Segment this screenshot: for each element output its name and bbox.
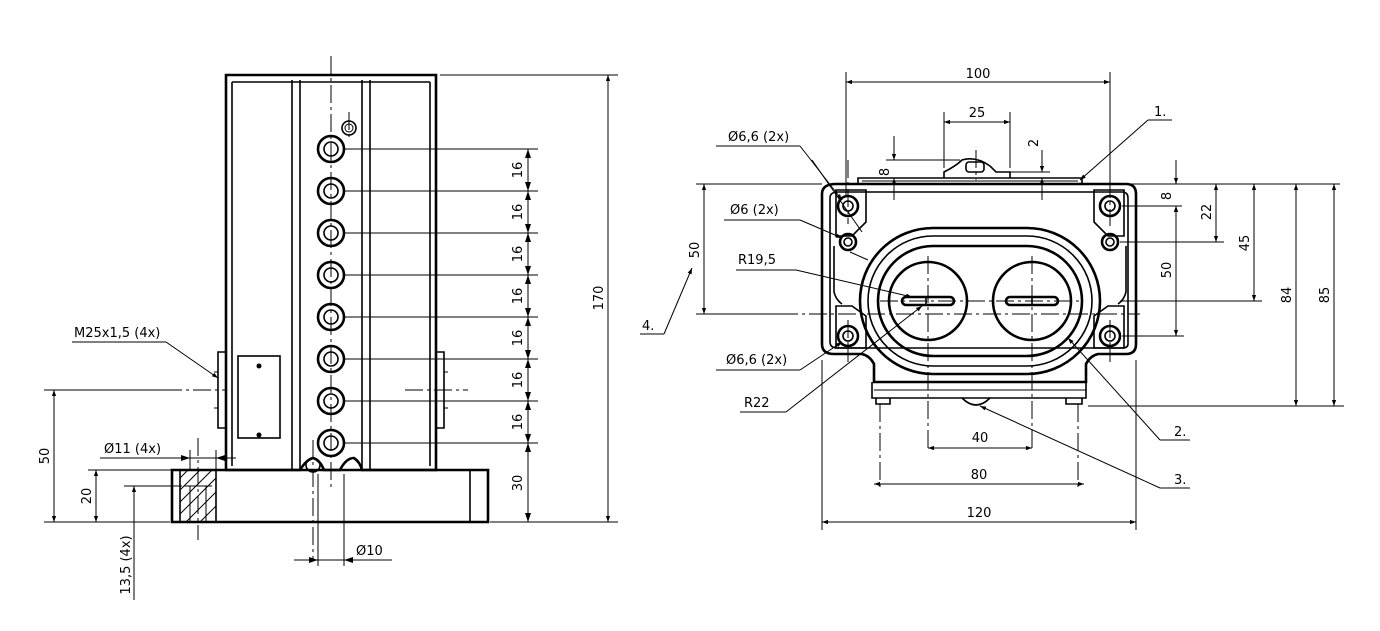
dim-50-left: 50 xyxy=(688,183,822,315)
hole-mid-label: Ø6 (2x) xyxy=(730,203,779,218)
dim-13-5: 13,5 (4x) xyxy=(119,485,182,600)
dim-50-label: 50 xyxy=(38,448,53,465)
hole-11-callout: Ø11 (4x) xyxy=(100,442,236,470)
dim-d10: Ø10 xyxy=(294,474,392,566)
dim-2: 2 xyxy=(1000,139,1050,200)
pitch-label-4: 16 xyxy=(511,288,526,305)
dim-120-label: 120 xyxy=(967,506,992,521)
thread-callout: M25x1,5 (4x) xyxy=(72,326,219,379)
dim-100: 100 xyxy=(845,67,1111,196)
pitch-label-5: 16 xyxy=(511,330,526,347)
dim-50-left-label: 50 xyxy=(688,242,703,259)
dim-8-left: 8 xyxy=(878,136,960,200)
callout-2-label: 2. xyxy=(1174,425,1186,440)
left-centerlines xyxy=(164,56,468,560)
pitch-label-2: 16 xyxy=(511,204,526,221)
dim-170: 170 xyxy=(592,75,611,522)
dim-40-label: 40 xyxy=(972,431,989,446)
housing-outline xyxy=(214,73,448,472)
pitch-label-3: 16 xyxy=(511,246,526,263)
left-view: 16 16 16 16 16 16 16 30 170 50 20 xyxy=(38,56,618,600)
callout-4-label: 4. xyxy=(642,319,654,334)
pitch-label-7: 16 xyxy=(511,414,526,431)
r22-label: R22 xyxy=(744,396,770,411)
callout-3-label: 3. xyxy=(1174,473,1186,488)
pitch-extension-lines xyxy=(345,74,618,523)
hole-top-label: Ø6,6 (2x) xyxy=(728,130,789,145)
dim-85-label: 85 xyxy=(1318,287,1333,304)
r195-label: R19,5 xyxy=(738,253,776,268)
dim-13-5-label: 13,5 (4x) xyxy=(119,535,134,594)
bottom-dims: 40 80 120 xyxy=(821,360,1137,530)
base-flange xyxy=(170,456,490,524)
thread-label: M25x1,5 (4x) xyxy=(74,326,160,341)
dim-30-label: 30 xyxy=(511,475,526,492)
right-vertical-dims: 8 22 45 50 84 85 xyxy=(1088,160,1344,407)
dim-8-right-label: 8 xyxy=(1160,192,1175,200)
pitch-label-6: 16 xyxy=(511,372,526,389)
dim-8-left-label: 8 xyxy=(878,168,893,176)
right-centerlines xyxy=(780,150,1140,490)
dim-50-20-left: 50 20 xyxy=(38,389,172,523)
dim-20-label: 20 xyxy=(80,488,95,505)
callout-1-label: 1. xyxy=(1154,105,1166,120)
dim-84-label: 84 xyxy=(1280,287,1295,304)
dim-2-label: 2 xyxy=(1027,139,1042,147)
enclosure-outline xyxy=(820,158,1138,406)
right-view: 100 25 2 8 xyxy=(640,67,1344,530)
dim-80-label: 80 xyxy=(971,468,988,483)
hole-bottom-label: Ø6,6 (2x) xyxy=(726,353,787,368)
dim-25-label: 25 xyxy=(969,106,986,121)
led-column xyxy=(316,120,357,458)
leaders: Ø6,6 (2x) Ø6 (2x) R19,5 Ø6,6 (2x) R22 1.… xyxy=(640,105,1190,489)
pitch-dimensions: 16 16 16 16 16 16 16 30 xyxy=(511,149,531,522)
hole-11-label: Ø11 (4x) xyxy=(104,442,161,457)
dim-d10-label: Ø10 xyxy=(356,544,383,559)
dim-50-right-label: 50 xyxy=(1160,262,1175,279)
pitch-label-1: 16 xyxy=(511,162,526,179)
dim-22-label: 22 xyxy=(1200,204,1215,221)
dim-100-label: 100 xyxy=(966,67,991,82)
dim-170-label: 170 xyxy=(592,286,607,311)
dim-25: 25 xyxy=(943,106,1011,168)
dim-45-label: 45 xyxy=(1238,235,1253,252)
